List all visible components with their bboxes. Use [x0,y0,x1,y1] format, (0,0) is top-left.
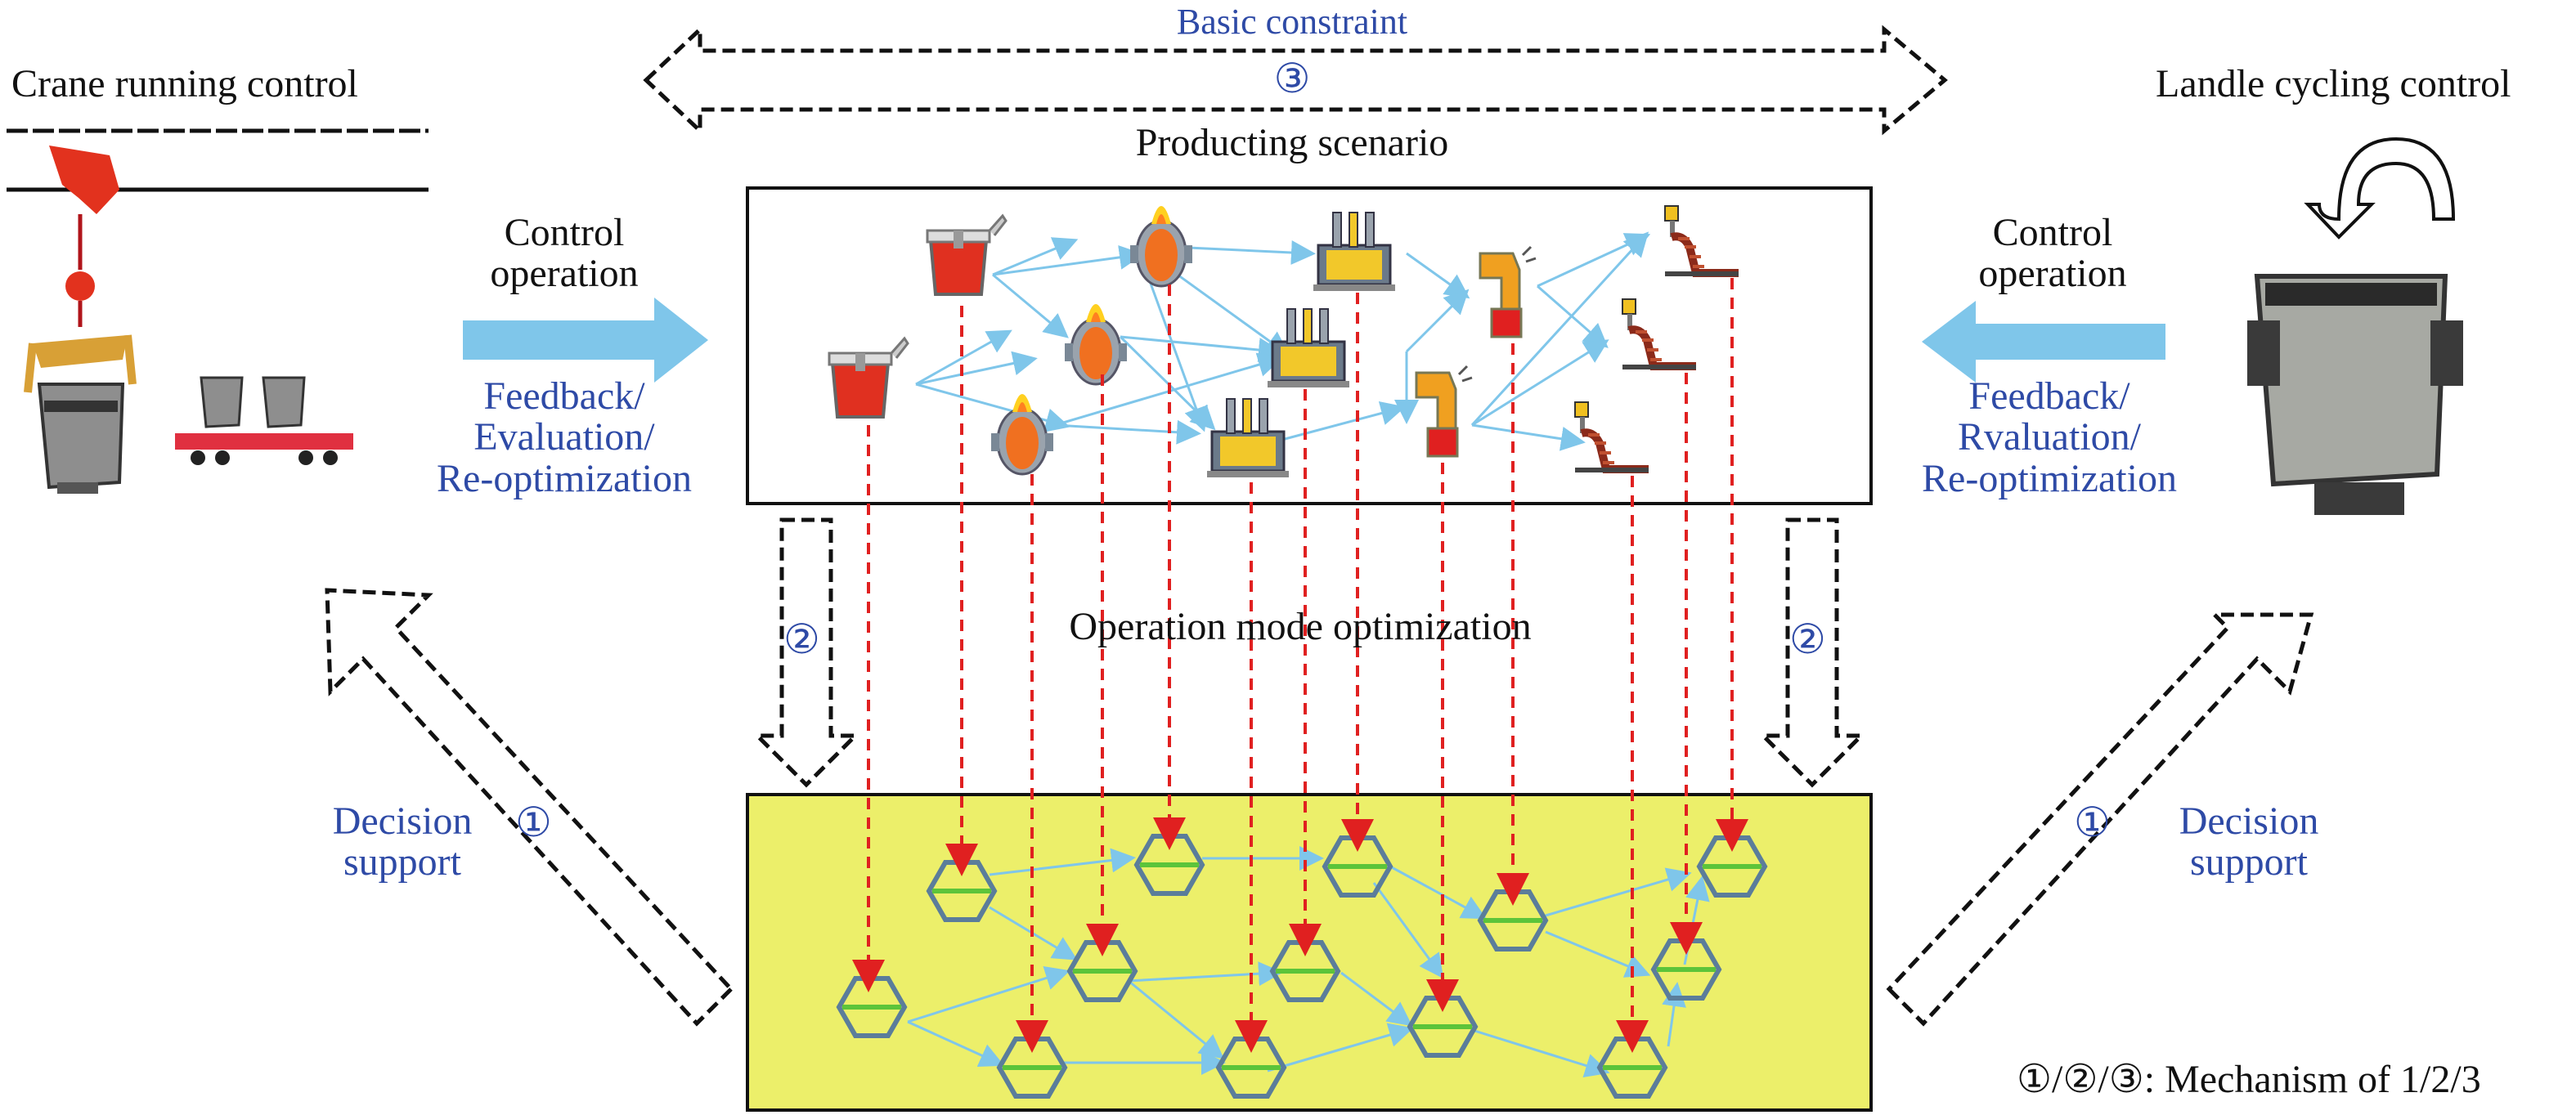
left-mechanism-2-arrow [752,517,861,788]
right-mechanism-2-arrow [1757,517,1867,788]
right-control-arrow [1922,301,2165,383]
left-feedback-label: Feedback/Evaluation/Re-optimization [437,374,692,500]
rotate-arrow-icon [2304,137,2456,240]
mechanism-3-label: ③ [1273,56,1311,101]
operation-mode-optimization-label: Operation mode optimization [1069,605,1532,648]
right-feedback-label: Feedback/Rvaluation/Re-optimization [1922,374,2177,500]
left-control-arrow [463,298,708,383]
left-mechanism-1-label: ① [515,799,552,845]
producing-scenario-label: Producting scenario [1135,121,1449,164]
ladle-icon [37,383,125,494]
basic-constraint-label: Basic constraint [1176,2,1408,42]
mapping-arrows [852,278,1748,1053]
right-mechanism-1-label: ① [2074,799,2111,845]
ladle-cycling-control-title: Landle cycling control [2156,62,2511,105]
crane-hook-icon [24,146,137,393]
mechanism-legend: ①/②/③: Mechanism of 1/2/3 [2017,1058,2481,1101]
ladle-icon [2247,274,2463,515]
left-decision-support-arrow [325,588,734,1027]
basic-constraint-arrow [643,25,1948,136]
right-mechanism-2-label: ② [1789,616,1826,662]
left-mechanism-2-label: ② [783,616,820,662]
ladle-car-icon [175,376,353,465]
optimization-model-box [746,793,1873,1112]
crane-running-control-title: Crane running control [11,62,358,105]
right-decision-support-arrow [1886,612,2314,1027]
